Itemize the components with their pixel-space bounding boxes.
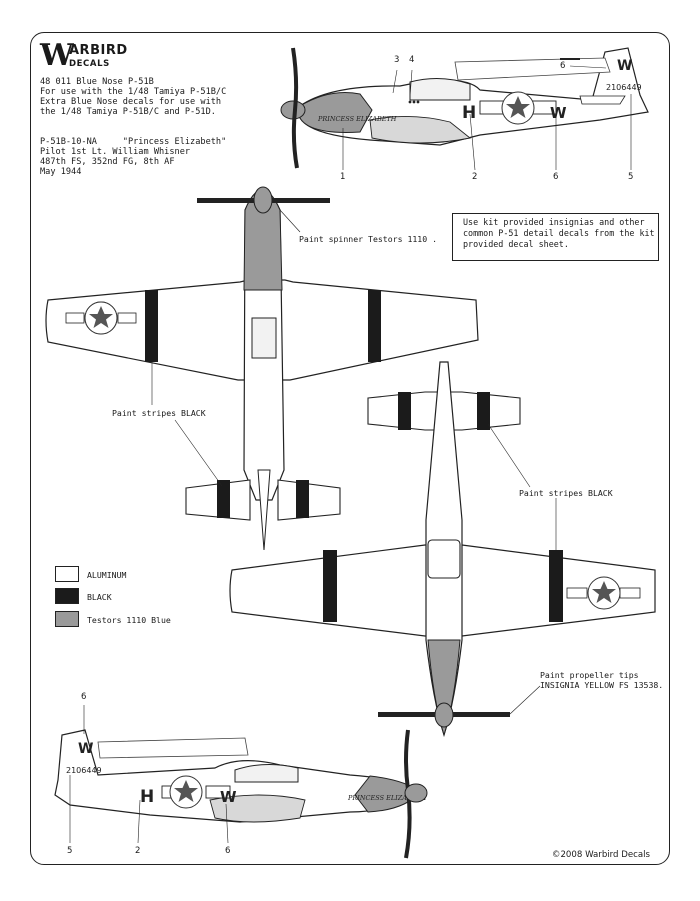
instruction-sheet	[30, 32, 670, 865]
canopy-open-side	[454, 57, 611, 81]
nose-art-name-top: PRINCESS ELIZABETH	[317, 115, 397, 123]
code-letter-h-top: H	[462, 103, 476, 123]
profile-top: H W W 2106449 PRINCESS ELIZABETH	[280, 47, 649, 171]
radiator-scoop	[427, 539, 461, 579]
legend-swatch-aluminum	[55, 566, 79, 582]
wing-root-side	[369, 116, 472, 144]
legend-swatch-black	[55, 588, 79, 604]
intro-line-2: Extra Blue Nose decals for use with	[40, 97, 222, 107]
stripe-left-tail	[217, 480, 230, 518]
logo-subtitle: DECALS	[69, 59, 110, 69]
aircraft-unit: 487th FS, 352nd FG, 8th AF	[40, 157, 175, 167]
aircraft-date: May 1944	[40, 167, 82, 177]
callout-number-6-bottom: 6	[81, 692, 87, 702]
blue-nose-lower	[427, 639, 461, 737]
nose-art-name-bottom: PRINCESS ELIZABETH	[347, 794, 427, 802]
note-line-1: Use kit provided insignias and other	[463, 217, 645, 227]
legend-swatch-blue	[55, 611, 79, 627]
plan-view-lower	[229, 361, 656, 738]
note-box: Use kit provided insignias and other com…	[452, 213, 659, 261]
code-letter-w-bottom: W	[220, 788, 237, 806]
fin-upper	[257, 469, 271, 551]
callout-stripes-right: Paint stripes BLACK	[519, 488, 613, 498]
code-letter-w-top: W	[550, 104, 567, 122]
callout-number-2-top: 2	[472, 172, 478, 182]
intro-line-3: the 1/48 Tamiya P-51B/C and P-51D.	[40, 107, 216, 117]
copyright: ©2008 Warbird Decals	[551, 850, 650, 860]
stripe-right-wing-lower	[549, 550, 563, 622]
stripe-left-wing-lower	[323, 550, 337, 622]
insignia-top-profile	[501, 91, 535, 125]
spinner-upper	[253, 186, 273, 214]
serial-top: 2106449	[606, 83, 642, 92]
stripe-right-tail-lower	[477, 392, 490, 430]
callout-prop-line-1: Paint propeller tips	[540, 670, 639, 680]
code-letter-h-bottom: H	[140, 787, 154, 807]
tail-code-top: W	[617, 58, 632, 74]
callout-number-3: 3	[394, 55, 400, 65]
intro-line-1: For use with the 1/48 Tamiya P-51B/C	[40, 87, 227, 97]
warbird-logo: W ARBIRD DECALS	[40, 38, 150, 76]
stripe-left-wing	[145, 290, 158, 362]
stripe-left-tail-lower	[398, 392, 411, 430]
canopy	[409, 78, 471, 101]
aircraft-model: P-51B-10-NA "Princess Elizabeth"	[40, 137, 227, 147]
note-line-3: provided decal sheet.	[463, 239, 569, 249]
plan-view-upper	[45, 186, 479, 551]
callout-prop-line-2: INSIGNIA YELLOW FS 13538.	[540, 680, 664, 690]
callout-number-4: 4	[409, 55, 415, 65]
stripe-right-tail	[296, 480, 309, 518]
callout-number-6-top: 6	[560, 61, 566, 71]
blue-nose-area	[299, 92, 373, 133]
propeller-side	[291, 47, 299, 169]
logo-wordmark: ARBIRD	[69, 43, 128, 58]
legend-label-blue: Testors 1110 Blue	[87, 615, 171, 625]
spinner-side-bottom	[404, 783, 428, 803]
serial-bottom: 2106449	[66, 766, 102, 775]
canopy-open-side-bottom	[97, 737, 249, 759]
callout-stripes-left: Paint stripes BLACK	[112, 408, 206, 418]
canopy-bottom	[234, 763, 299, 783]
callout-number-5-bottom: 5	[67, 846, 73, 856]
legend-label-black: BLACK	[87, 592, 112, 602]
callout-number-1: 1	[340, 172, 346, 182]
callout-number-5-top: 5	[628, 172, 634, 182]
insignia-right-wing-lower	[587, 576, 621, 610]
logo-w-mark: W	[40, 38, 74, 73]
profile-bottom: H W W 2106449 PRINCESS ELIZABETH	[54, 705, 428, 859]
spinner-lower	[434, 702, 454, 728]
callout-spinner: Paint spinner Testors 1110 .	[299, 234, 438, 244]
note-line-2: common P-51 detail decals from the kit	[463, 228, 655, 238]
product-title: 48 011 Blue Nose P-51B	[40, 77, 154, 87]
tailplane-side	[579, 95, 626, 105]
stripe-right-wing	[368, 290, 381, 362]
tail-code-bottom: W	[78, 741, 93, 757]
legend-label-aluminum: ALUMINUM	[87, 570, 127, 580]
callout-number-6-mid: 6	[553, 172, 559, 182]
callout-number-6-low: 6	[225, 846, 231, 856]
wing-root-side-bottom	[209, 794, 306, 823]
cockpit-upper	[251, 317, 277, 359]
aircraft-pilot: Pilot 1st Lt. William Whisner	[40, 147, 191, 157]
callout-number-2-bottom: 2	[135, 846, 141, 856]
insignia-bottom-profile	[169, 775, 203, 809]
